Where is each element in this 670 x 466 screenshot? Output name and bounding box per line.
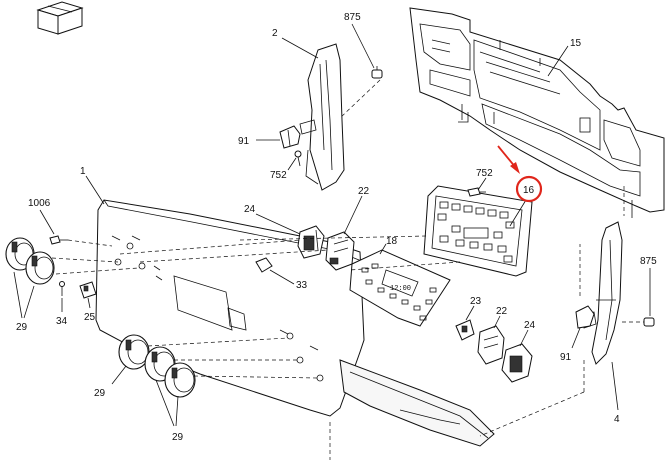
- callout-25: 25: [84, 312, 96, 323]
- clip-part-91-left[interactable]: [279, 125, 301, 149]
- control-panel-part-1[interactable]: [95, 199, 365, 417]
- callout-16: 16: [523, 185, 535, 196]
- screw-part-752-right[interactable]: [467, 187, 486, 197]
- highlight-arrow: [497, 145, 520, 174]
- callout-29-lower-left: 29: [94, 388, 106, 399]
- callout-34: 34: [56, 316, 68, 327]
- screw-part-752-left[interactable]: [294, 150, 302, 167]
- callout-24-lower: 24: [524, 320, 536, 331]
- switch-part-22-lower[interactable]: [477, 325, 505, 365]
- callout-4: 4: [614, 414, 620, 425]
- callout-1006: 1006: [28, 198, 51, 209]
- part-23[interactable]: [455, 319, 475, 341]
- callout-24-upper: 24: [244, 204, 256, 215]
- parts-box-icon: [36, 1, 84, 35]
- side-bracket-part-4[interactable]: [579, 221, 623, 365]
- callout-875-top: 875: [344, 12, 361, 23]
- knob-part-29-upper-2[interactable]: [25, 251, 55, 285]
- clock-display: 12:00: [390, 285, 411, 293]
- highlight-circle: [515, 175, 543, 203]
- callout-2: 2: [272, 28, 278, 39]
- callout-29-lower: 29: [172, 432, 184, 443]
- trim-strip: [339, 359, 495, 447]
- callout-752-left: 752: [270, 170, 287, 181]
- callout-33: 33: [296, 280, 308, 291]
- callout-18: 18: [386, 236, 398, 247]
- callout-22-upper: 22: [358, 186, 370, 197]
- callout-91-right: 91: [560, 352, 572, 363]
- callout-23: 23: [470, 296, 482, 307]
- part-33[interactable]: [255, 257, 273, 273]
- switch-part-24-upper[interactable]: [297, 225, 325, 259]
- pin-part-34[interactable]: [59, 281, 65, 297]
- screw-part-875-right[interactable]: [643, 317, 655, 327]
- callout-1: 1: [80, 166, 86, 177]
- callout-29-upper: 29: [16, 322, 28, 333]
- callout-91-left: 91: [238, 136, 250, 147]
- overlay-part-18[interactable]: 12:00: [349, 249, 451, 327]
- callout-15: 15: [570, 38, 582, 49]
- switch-part-25[interactable]: [79, 281, 97, 299]
- clip-part-91-right[interactable]: [575, 305, 595, 329]
- screw-part-875-top[interactable]: [371, 66, 383, 79]
- switch-part-24-lower[interactable]: [501, 343, 533, 383]
- control-board-part-16[interactable]: [423, 185, 533, 277]
- back-panel-part-15[interactable]: [409, 7, 665, 218]
- callout-752-right: 752: [476, 168, 493, 179]
- side-bracket-part-2[interactable]: [299, 43, 345, 191]
- callout-875-right: 875: [640, 256, 657, 267]
- callout-22-lower: 22: [496, 306, 508, 317]
- knob-part-29-lower-3[interactable]: [164, 362, 196, 398]
- bolt-part-1006[interactable]: [49, 235, 68, 245]
